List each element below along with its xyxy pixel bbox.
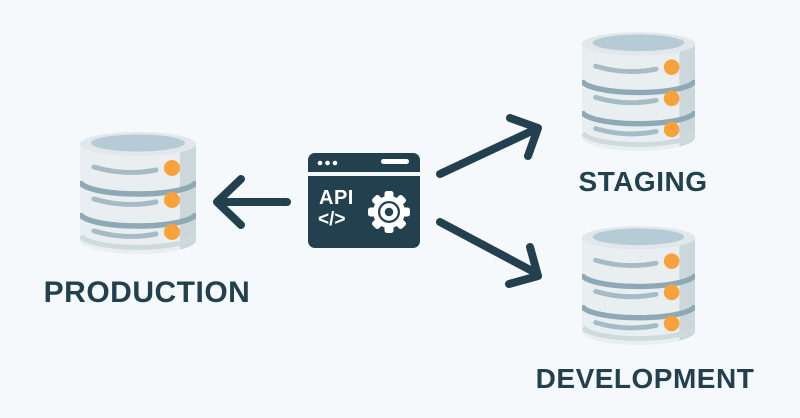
- browser-titlebar: [308, 153, 420, 172]
- api-label: API: [319, 187, 354, 209]
- arrow-to-production-icon: [213, 175, 291, 229]
- arrow-to-staging-icon: [436, 114, 542, 178]
- browser-dash: [381, 159, 409, 164]
- code-brackets-label: </>: [318, 209, 345, 230]
- production-label: PRODUCTION: [43, 276, 251, 309]
- browser-dots-icon: [317, 160, 338, 166]
- api-browser-icon: API </>: [308, 153, 420, 248]
- gear-icon: [368, 191, 410, 233]
- development-label: DEVELOPMENT: [535, 363, 755, 394]
- staging-label: STAGING: [578, 166, 708, 197]
- arrow-to-development-icon: [436, 218, 542, 288]
